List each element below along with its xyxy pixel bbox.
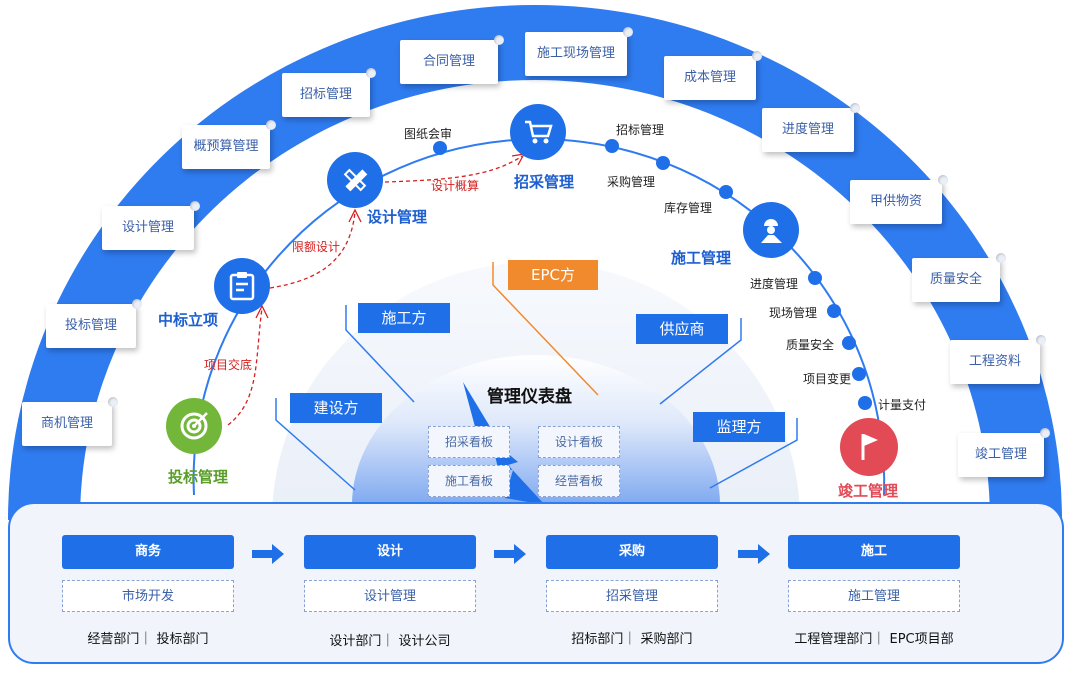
phase-head-purchase[interactable]: 采购: [546, 535, 718, 569]
party-supervisor[interactable]: 监理方: [693, 412, 785, 442]
design-stage-label: 设计管理: [367, 208, 428, 226]
completion-stage-label: 竣工管理: [838, 482, 899, 500]
clipboard-icon: [229, 272, 255, 301]
outer-card-bid[interactable]: 投标管理: [46, 299, 142, 348]
arc-label-change: 项目变更: [803, 372, 852, 386]
flow-label-quota-design: 限额设计: [292, 240, 341, 254]
arc-dot-drawing-review[interactable]: [433, 141, 447, 155]
purchase-stage-icon[interactable]: [510, 104, 566, 160]
outer-card-site[interactable]: 施工现场管理: [525, 27, 633, 76]
flow-label-design-estimate: 设计概算: [431, 179, 480, 193]
outer-card-budget[interactable]: 概预算管理: [182, 120, 276, 169]
outer-card-business-opportunity[interactable]: 商机管理: [22, 397, 118, 446]
phase-sub-purchase[interactable]: 招采管理: [546, 580, 718, 612]
arc-dot-quality[interactable]: [842, 336, 856, 350]
bid-stage-icon[interactable]: [166, 398, 222, 454]
party-supplier[interactable]: 供应商: [636, 314, 728, 344]
phase-head-business[interactable]: 商务: [62, 535, 234, 569]
arc-label-site: 现场管理: [769, 306, 818, 320]
purchase-stage-label: 招采管理: [514, 173, 575, 191]
party-construction[interactable]: 施工方: [358, 303, 450, 333]
arrow-right-icon: [738, 544, 770, 564]
phase-sub-design[interactable]: 设计管理: [304, 580, 476, 612]
outer-card-design[interactable]: 设计管理: [102, 201, 200, 250]
construction-stage-label: 施工管理: [671, 249, 732, 267]
phase-sub-business[interactable]: 市场开发: [62, 580, 234, 612]
arrow-right-icon: [494, 544, 526, 564]
construction-stage-icon[interactable]: [743, 202, 799, 258]
arc-label-purchase: 采购管理: [607, 175, 656, 189]
arc-label-progress: 进度管理: [750, 277, 799, 291]
phase-depts-purchase: 招标部门｜ 采购部门: [571, 632, 693, 647]
arc-dot-tender[interactable]: [605, 139, 619, 153]
phase-depts-construction: 工程管理部门｜ EPC项目部: [794, 632, 954, 647]
outer-card-owner-supplied[interactable]: 甲供物资: [850, 175, 948, 224]
target-icon: [180, 412, 208, 440]
board-design[interactable]: 设计看板: [538, 426, 620, 458]
outer-card-cost[interactable]: 成本管理: [664, 51, 762, 100]
flag-icon: [861, 434, 878, 460]
phase-head-construction[interactable]: 施工: [788, 535, 960, 569]
arc-label-payment: 计量支付: [878, 398, 927, 412]
party-owner[interactable]: 建设方: [290, 393, 382, 423]
arc-dot-change[interactable]: [852, 367, 866, 381]
outer-card-completion[interactable]: 竣工管理: [958, 428, 1050, 477]
win-stage-label: 中标立项: [158, 311, 219, 329]
phase-head-design[interactable]: 设计: [304, 535, 476, 569]
arc-dot-payment[interactable]: [858, 396, 872, 410]
ruler-pencil-icon: [343, 168, 368, 192]
dashboard-title: 管理仪表盘: [487, 387, 572, 407]
outer-card-progress[interactable]: 进度管理: [762, 103, 860, 152]
phase-sub-construction[interactable]: 施工管理: [788, 580, 960, 612]
party-epc[interactable]: EPC方: [508, 260, 598, 290]
outer-card-engineering-docs[interactable]: 工程资料: [950, 335, 1046, 384]
arc-dot-inventory[interactable]: [719, 185, 733, 199]
worker-icon: [761, 219, 782, 243]
board-construction[interactable]: 施工看板: [428, 465, 510, 497]
cart-icon: [525, 120, 553, 144]
design-stage-icon[interactable]: [327, 152, 383, 208]
board-business[interactable]: 经营看板: [538, 465, 620, 497]
win-stage-icon[interactable]: [214, 258, 270, 314]
arc-label-quality: 质量安全: [786, 338, 835, 352]
arrow-right-icon: [252, 544, 284, 564]
phase-depts-business: 经营部门｜ 投标部门: [87, 632, 209, 647]
arc-dot-site[interactable]: [827, 304, 841, 318]
completion-stage-icon[interactable]: [840, 418, 898, 476]
arc-dot-progress[interactable]: [808, 271, 822, 285]
bid-stage-label: 投标管理: [168, 468, 229, 486]
arc-label-drawing-review: 图纸会审: [404, 127, 453, 141]
flow-label-handover: 项目交底: [204, 358, 253, 372]
phase-depts-design: 设计部门｜ 设计公司: [329, 634, 451, 649]
arc-dot-purchase[interactable]: [656, 156, 670, 170]
arc-label-inventory: 库存管理: [664, 201, 713, 215]
outer-card-quality-safety[interactable]: 质量安全: [912, 253, 1006, 302]
outer-card-tender[interactable]: 招标管理: [282, 68, 376, 117]
board-purchase[interactable]: 招采看板: [428, 426, 510, 458]
outer-card-contract[interactable]: 合同管理: [400, 35, 504, 84]
arc-label-tender: 招标管理: [616, 123, 665, 137]
